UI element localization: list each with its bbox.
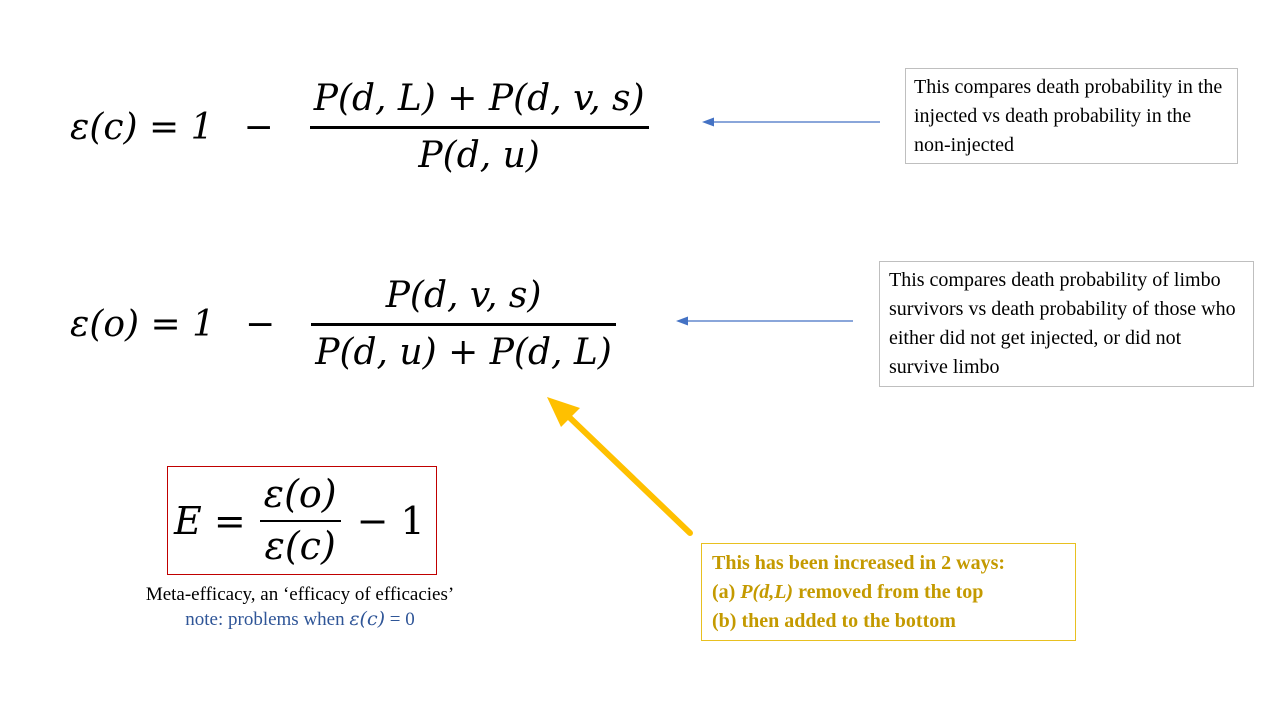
meta-note: note: problems when ε(c) = 0 [100,607,500,632]
meta-caption-line: Meta-efficacy, an ‘efficacy of efficacie… [145,584,455,605]
increase-line-2: (a) P(d,L) removed from the top [712,578,1065,607]
eps-o-pointer-arrow [676,316,853,326]
meta-note-prefix: note: problems when [185,609,345,630]
increase-line-2-prefix: (a) [712,581,736,603]
meta-denominator: ε(c) [264,523,336,568]
eps-c-numerator: P(d, L) + P(d, v, s) [313,78,645,120]
eps-o-denominator: P(d, u) + P(d, L) [315,331,612,373]
highlight-arrow [547,397,693,536]
meta-fraction: ε(o) ε(c) [259,471,341,568]
increase-line-3: (b) then added to the bottom [712,610,956,632]
eps-c-pointer-arrow [702,117,880,127]
meta-note-suffix: = 0 [389,609,415,630]
eps-c-fraction-bar [309,125,649,129]
meta-note-math: ε(c) [349,608,386,630]
increase-line-1: This has been increased in 2 ways: [712,552,1006,574]
eps-o-fraction: P(d, v, s) P(d, u) + P(d, L) [311,275,616,373]
eps-c-annotation: This compares death probability in the i… [905,68,1238,164]
eps-o-fraction-bar [311,322,616,326]
eps-c-minus: − [243,106,274,148]
equation-eps-c: ε(c) = 1 − P(d, L) + P(d, v, s) P(d, u) [70,72,649,182]
eps-o-minus: − [245,303,276,345]
eps-c-lhs: ε(c) = 1 [70,106,214,148]
eps-c-denominator: P(d, u) [418,134,540,176]
increase-line-2-math: P(d,L) [740,581,794,603]
meta-fraction-bar [259,519,341,522]
meta-efficacy-box [167,466,437,575]
meta-rhs: − 1 [356,498,425,543]
eps-o-lhs: ε(o) = 1 [70,303,216,345]
meta-numerator: ε(o) [263,471,337,516]
increase-line-2-suffix: removed from the top [798,581,984,603]
meta-efficacy-equation: E = ε(o) ε(c) − 1 [174,466,425,575]
meta-lhs: E = [174,498,246,543]
equation-eps-o: ε(o) = 1 − P(d, v, s) P(d, u) + P(d, L) [70,268,616,380]
eps-o-numerator: P(d, v, s) [385,275,542,317]
eps-c-fraction: P(d, L) + P(d, v, s) P(d, u) [309,78,649,176]
meta-caption: Meta-efficacy, an ‘efficacy of efficacie… [100,582,500,632]
increase-annotation: This has been increased in 2 ways: (a) P… [701,543,1076,641]
eps-o-annotation: This compares death probability of limbo… [879,261,1254,387]
